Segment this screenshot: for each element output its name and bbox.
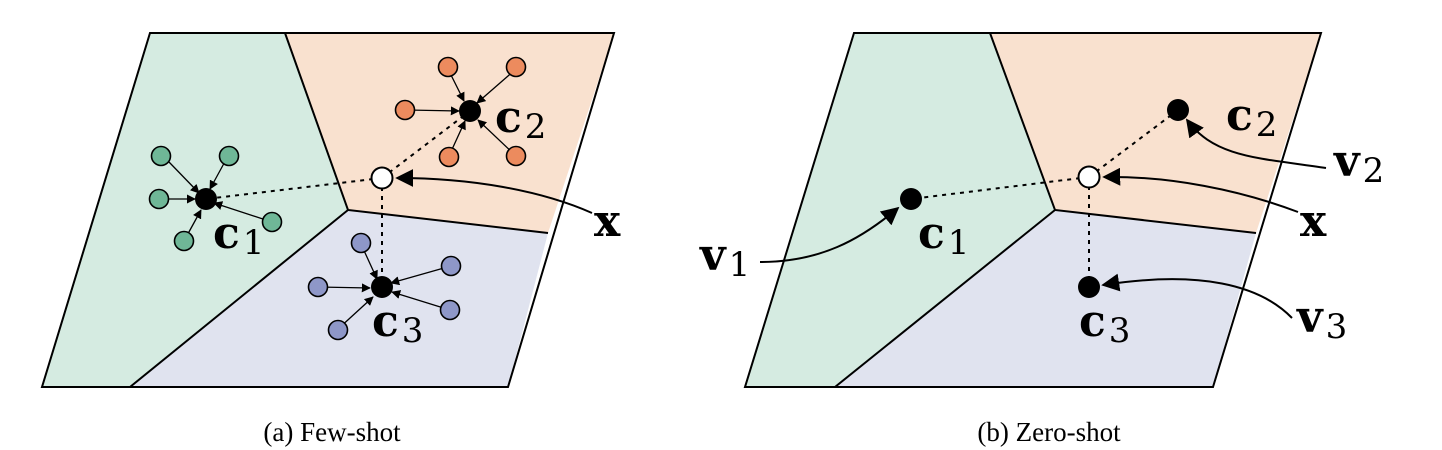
support-cluster-3 [307,232,462,341]
support-point-class-1 [218,145,240,167]
support-point-class-2 [505,145,527,167]
support-point-class-3 [350,232,372,254]
support-point-class-1 [261,211,283,233]
query-point [1077,165,1101,189]
prototype-c2 [1167,99,1189,121]
arrow-v1 [759,206,900,263]
label-x: x [1300,196,1327,247]
support-cluster-1 [148,145,283,252]
distance-lines [910,109,1179,287]
region-class-1 [745,33,1055,387]
label-c1: c1 [213,208,264,263]
label-v3: v3 [1296,292,1347,347]
support-point-class-2 [438,146,460,168]
query-arrow [395,169,593,214]
prototype-c3 [371,276,393,298]
support-point-class-3 [439,299,461,321]
panel-few-shot: c1 c2 c3 x (a) Few-shot [40,32,621,447]
label-x: x [594,196,621,247]
region-boundary [834,209,1056,388]
support-point-class-2 [394,99,416,121]
support-point-class-3 [440,255,462,277]
prototype-c1 [900,188,922,210]
support-point-class-2 [437,56,459,78]
panel-zero-shot: c1 c2 c3 v1 v2 v3 x (b) Zero-shot [699,32,1384,447]
arrow-v3 [1101,273,1293,319]
region-class-3 [835,210,1256,387]
label-c1: c1 [918,208,969,263]
label-c2: c2 [1226,90,1277,145]
arrow-v2 [1185,118,1327,169]
region-boundary [129,209,349,388]
label-v1: v1 [699,230,750,285]
label-c2: c2 [495,92,546,147]
label-v2: v2 [1333,136,1384,191]
support-point-class-1 [148,188,170,210]
support-point-class-2 [505,56,527,78]
prototype-c3 [1078,276,1100,298]
caption-zero-shot: (b) Zero-shot [977,417,1121,447]
query-point [370,166,394,190]
label-c3: c3 [1079,296,1130,351]
prototype-c1 [195,188,217,210]
support-point-class-1 [173,230,195,252]
region-class-2 [990,33,1321,233]
region-class-3 [130,210,548,387]
query-arrow [1102,167,1299,213]
plane-outline [743,32,1323,388]
support-point-class-1 [150,145,172,167]
support-point-class-3 [307,276,329,298]
distance-lines [205,110,471,287]
caption-few-shot: (a) Few-shot [263,417,401,447]
label-c3: c3 [372,296,423,351]
support-cluster-2 [394,56,527,168]
prototype-c2 [459,100,481,122]
plane-outline [40,32,616,388]
region-class-2 [285,33,614,233]
support-point-class-3 [327,319,349,341]
